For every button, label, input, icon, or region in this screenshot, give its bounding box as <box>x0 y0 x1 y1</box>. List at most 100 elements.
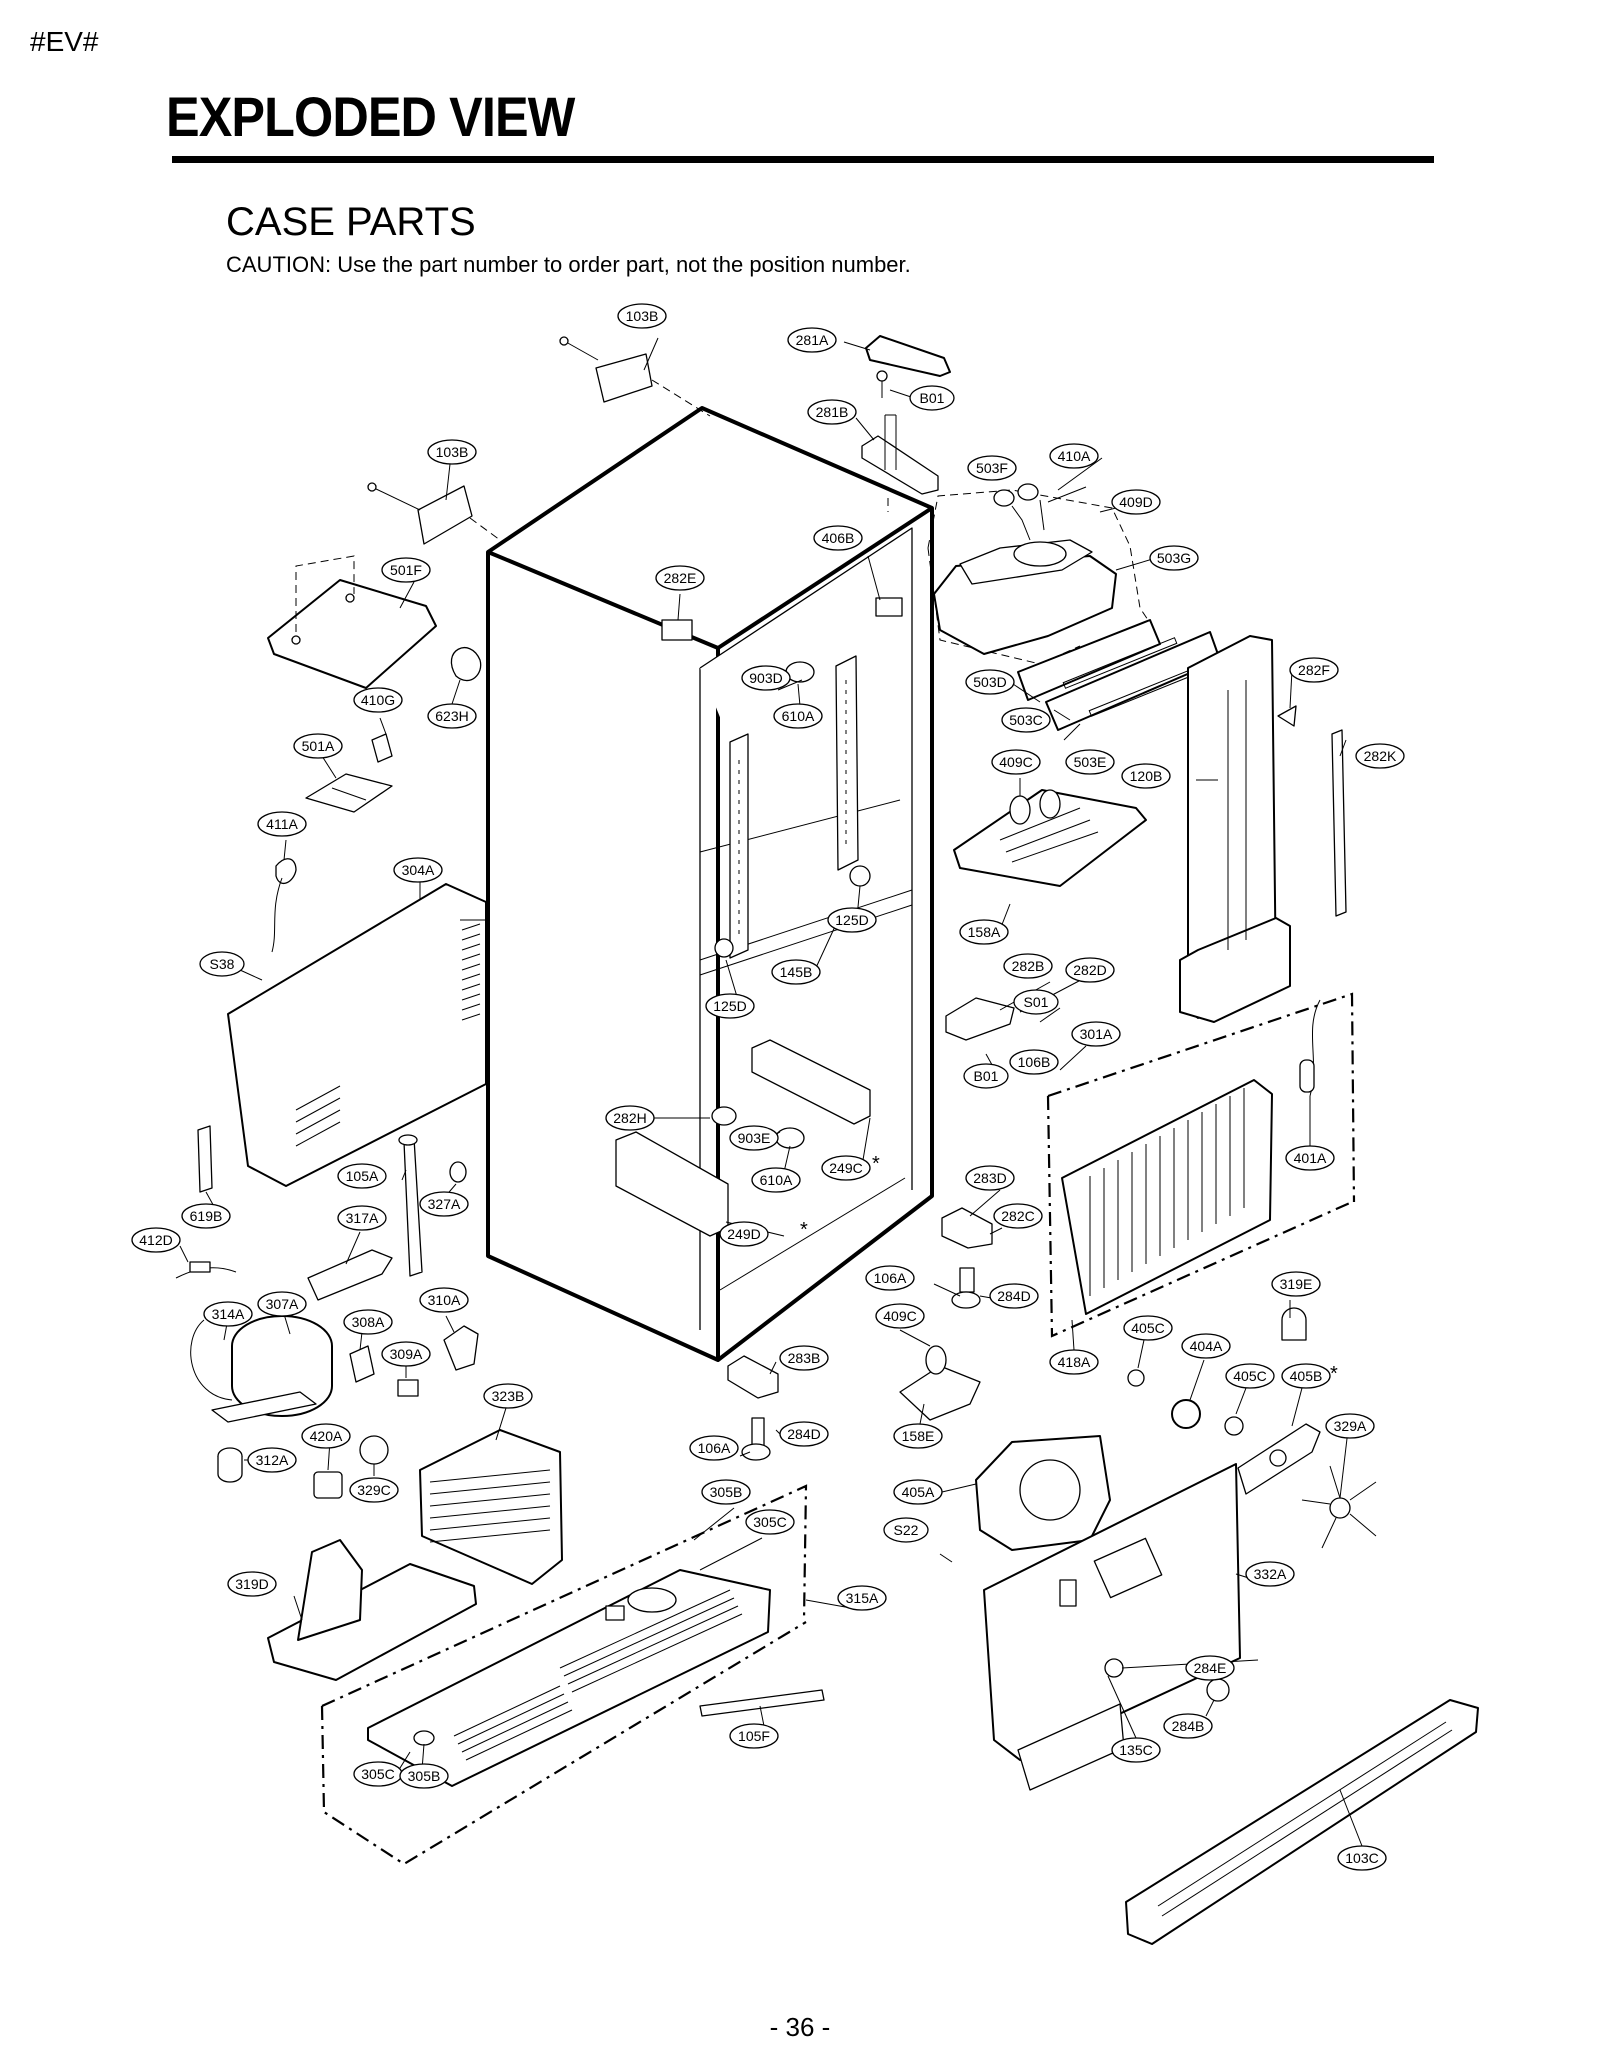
callout-282e: 282E <box>655 565 705 591</box>
base-plate-315a <box>320 1484 808 1866</box>
caution-note: CAUTION: Use the part number to order pa… <box>226 252 911 277</box>
svg-text:249D: 249D <box>727 1226 760 1242</box>
fan-blade-329a <box>1301 1465 1377 1549</box>
callout-105a: 105A <box>337 1163 387 1189</box>
callout-249c: 249C <box>821 1155 871 1181</box>
lower-bracket-283d <box>941 1207 993 1249</box>
holder-310a <box>443 1325 479 1371</box>
svg-text:105F: 105F <box>738 1728 770 1744</box>
callout-158a: 158A <box>959 919 1009 945</box>
section-title: CASE PARTS <box>226 200 476 244</box>
callout-314a: 314A <box>203 1301 253 1327</box>
svg-text:418A: 418A <box>1058 1354 1091 1370</box>
relay-308a <box>349 1345 375 1383</box>
callout-501a: 501A <box>293 733 343 759</box>
callout-282d: 282D <box>1065 957 1115 983</box>
callout-503e: 503E <box>1065 749 1115 775</box>
callout-420a: 420A <box>301 1423 351 1449</box>
callout-284d-lower: 284D <box>779 1421 829 1447</box>
svg-text:305B: 305B <box>408 1768 441 1784</box>
callout-120b: 120B <box>1121 763 1171 789</box>
leveling-leg-106a-lower <box>741 1417 771 1461</box>
callout-249d: 249D <box>719 1221 769 1247</box>
svg-text:305C: 305C <box>361 1766 394 1782</box>
callout-329c: 329C <box>349 1477 399 1503</box>
callout-b01-top: B01 <box>909 385 955 411</box>
svg-text:501F: 501F <box>390 562 422 578</box>
svg-text:284D: 284D <box>787 1426 820 1442</box>
svg-text:503G: 503G <box>1157 550 1191 566</box>
callout-103c: 103C <box>1337 1845 1387 1871</box>
callout-319d: 319D <box>227 1571 277 1597</box>
svg-text:619B: 619B <box>190 1208 223 1224</box>
svg-text:125D: 125D <box>835 912 868 928</box>
callout-503d: 503D <box>965 669 1015 695</box>
callout-s22: S22 <box>883 1517 929 1543</box>
callout-619b: 619B <box>181 1203 231 1229</box>
svg-text:405A: 405A <box>902 1484 935 1500</box>
machine-cover-304a <box>227 883 487 1187</box>
callout-405b: 405B <box>1281 1363 1331 1389</box>
callout-305c-top: 305C <box>745 1509 795 1535</box>
svg-text:284B: 284B <box>1172 1718 1205 1734</box>
part-610a-lower-socket <box>775 1127 805 1149</box>
callout-282b: 282B <box>1003 953 1053 979</box>
callout-307a: 307A <box>257 1291 307 1317</box>
svg-text:282D: 282D <box>1073 962 1106 978</box>
callout-282k: 282K <box>1355 743 1405 769</box>
svg-text:323B: 323B <box>492 1388 525 1404</box>
svg-text:410G: 410G <box>361 692 395 708</box>
callout-309a: 309A <box>381 1341 431 1367</box>
svg-text:301A: 301A <box>1080 1026 1113 1042</box>
svg-text:305C: 305C <box>753 1514 786 1530</box>
grommet-405c <box>1127 1369 1145 1387</box>
callout-903d: 903D <box>741 665 791 691</box>
knob-284e <box>1104 1658 1124 1678</box>
callout-283d: 283D <box>965 1165 1015 1191</box>
svg-text:329A: 329A <box>1334 1418 1367 1434</box>
svg-text:305B: 305B <box>710 1484 743 1500</box>
callout-410g: 410G <box>353 687 403 713</box>
page-tag: #EV# <box>30 26 99 57</box>
callout-409c-lower: 409C <box>875 1303 925 1329</box>
svg-text:282K: 282K <box>1364 748 1397 764</box>
callout-305b-bottom: 305B <box>399 1763 449 1789</box>
capacitor-309a <box>397 1379 419 1397</box>
svg-text:281A: 281A <box>796 332 829 348</box>
callout-410a: 410A <box>1049 443 1099 469</box>
condenser-323b <box>419 1429 563 1585</box>
callout-284b: 284B <box>1163 1713 1213 1739</box>
callout-409d: 409D <box>1111 489 1161 515</box>
grommet-312a <box>217 1447 243 1483</box>
callout-282c: 282C <box>993 1203 1043 1229</box>
svg-text:903E: 903E <box>738 1130 771 1146</box>
svg-text:103B: 103B <box>626 308 659 324</box>
callout-s01: S01 <box>1013 989 1059 1015</box>
callout-610a-upper: 610A <box>773 703 823 729</box>
motor-mount-405b <box>1237 1423 1321 1495</box>
callout-418a: 418A <box>1049 1349 1099 1375</box>
callout-332a: 332A <box>1245 1561 1295 1587</box>
callout-281a: 281A <box>787 327 837 353</box>
callout-610a-lower: 610A <box>751 1167 801 1193</box>
svg-text:S22: S22 <box>894 1522 919 1538</box>
crisper-cover-rail <box>751 1039 871 1125</box>
svg-text:284E: 284E <box>1194 1660 1227 1676</box>
svg-text:404A: 404A <box>1190 1338 1223 1354</box>
callout-503f: 503F <box>967 455 1017 481</box>
callout-412d: 412D <box>131 1227 181 1253</box>
callout-405c-lower: 405C <box>1225 1363 1275 1389</box>
cap-327a <box>449 1161 467 1183</box>
callout-411a: 411A <box>257 811 307 837</box>
control-box-group <box>927 483 1221 731</box>
kick-plate-103c <box>1125 1699 1479 1945</box>
bracket-314a <box>211 1391 317 1423</box>
callout-319e: 319E <box>1271 1271 1321 1297</box>
fan-motor-420a <box>313 1471 343 1499</box>
svg-text:319E: 319E <box>1280 1276 1313 1292</box>
svg-text:319D: 319D <box>235 1576 268 1592</box>
callout-317a: 317A <box>337 1205 387 1231</box>
drain-tube-105f <box>699 1689 825 1717</box>
pcb-cover-501f <box>267 555 437 689</box>
callout-323b: 323B <box>483 1383 533 1409</box>
